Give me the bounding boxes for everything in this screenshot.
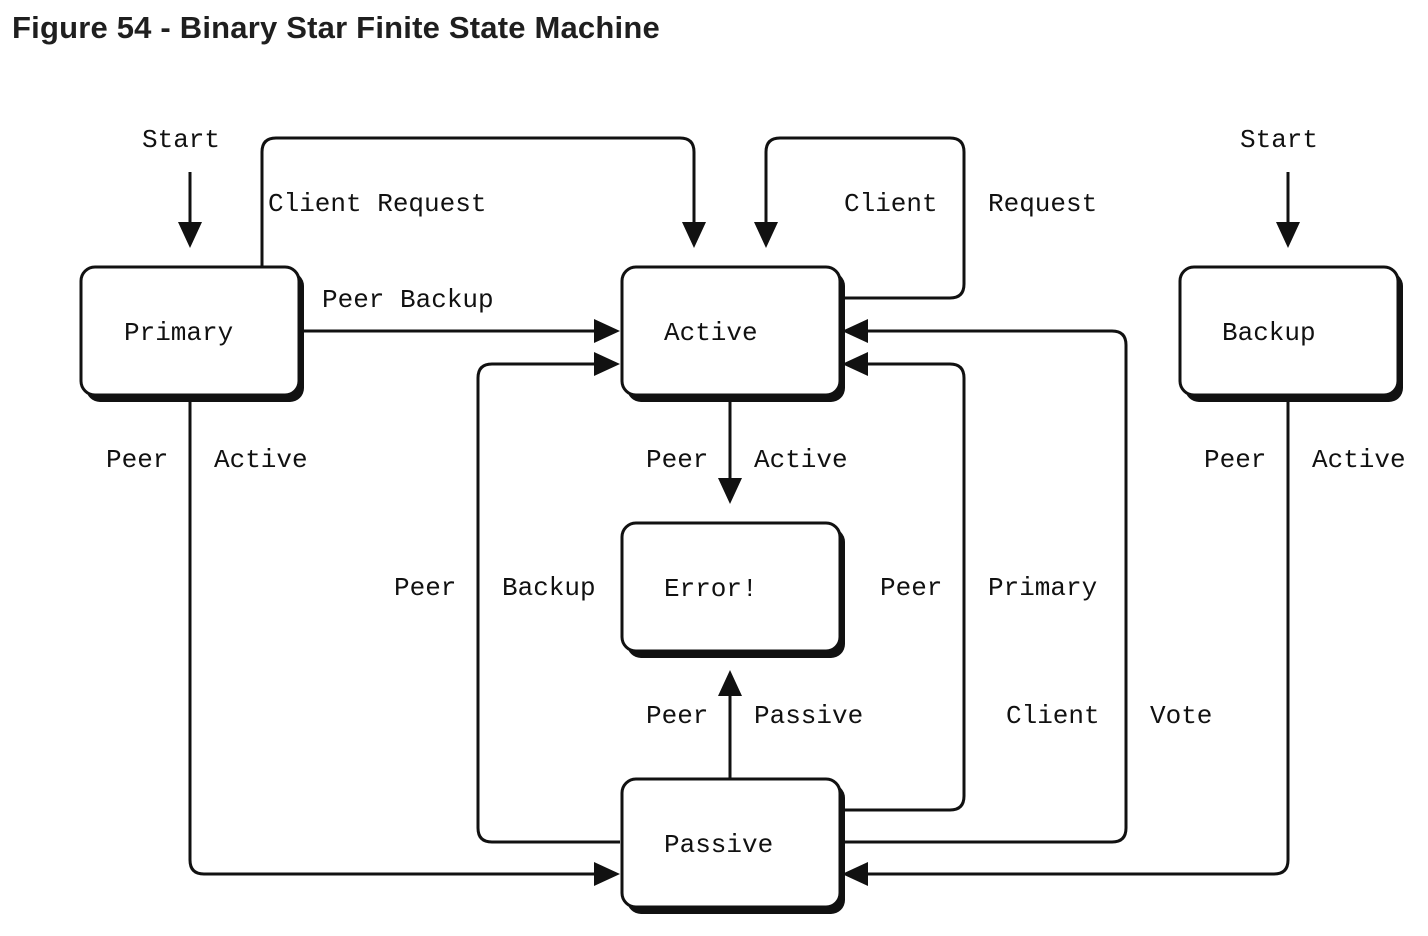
label-client-request: Client Request bbox=[268, 189, 486, 219]
label-passive-peer-bottom: Peer bbox=[646, 701, 708, 731]
label-primary-active: Active bbox=[214, 445, 308, 475]
label-passive-peer-left: Peer bbox=[394, 573, 456, 603]
state-error-label: Error! bbox=[664, 574, 758, 604]
label-start-primary: Start bbox=[142, 125, 220, 155]
state-error: Error! bbox=[620, 521, 845, 658]
label-passive-peer-right: Peer bbox=[880, 573, 942, 603]
state-passive: Passive bbox=[620, 777, 845, 914]
state-primary-label: Primary bbox=[124, 318, 233, 348]
state-backup-label: Backup bbox=[1222, 318, 1316, 348]
state-backup: Backup bbox=[1178, 265, 1403, 402]
label-primary-peer: Peer bbox=[106, 445, 168, 475]
figure-title: Figure 54 - Binary Star Finite State Mac… bbox=[12, 10, 660, 45]
label-active-active: Active bbox=[754, 445, 848, 475]
arrowhead bbox=[594, 862, 620, 886]
edge-passive-active-peer-backup bbox=[476, 362, 620, 844]
label-start-backup: Start bbox=[1240, 125, 1318, 155]
arrowhead bbox=[682, 222, 706, 248]
edge-primary-passive-peer-active bbox=[188, 396, 598, 876]
arrowhead bbox=[594, 319, 620, 343]
arrowhead bbox=[718, 670, 742, 696]
arrowhead bbox=[718, 478, 742, 504]
state-primary: Primary bbox=[79, 265, 304, 402]
label-client: Client bbox=[1006, 701, 1100, 731]
edge-passive-active-client-vote bbox=[840, 329, 1128, 844]
state-active-label: Active bbox=[664, 318, 758, 348]
label-client-self-1: Client bbox=[844, 189, 938, 219]
arrowhead bbox=[594, 352, 620, 376]
label-passive-passive-bottom: Passive bbox=[754, 701, 863, 731]
state-active: Active bbox=[620, 265, 845, 402]
edge-passive-active-peer-primary bbox=[840, 362, 966, 812]
arrowhead bbox=[1276, 222, 1300, 248]
edge-primary-active-client-request bbox=[260, 136, 696, 268]
label-backup-peer: Peer bbox=[1204, 445, 1266, 475]
arrowhead bbox=[842, 319, 868, 343]
edge-active-self-loop bbox=[764, 136, 966, 300]
label-backup-active: Active bbox=[1312, 445, 1406, 475]
label-passive-backup-left: Backup bbox=[502, 573, 596, 603]
arrowhead bbox=[842, 862, 868, 886]
label-active-peer: Peer bbox=[646, 445, 708, 475]
label-peer-backup: Peer Backup bbox=[322, 285, 494, 315]
arrowhead bbox=[178, 222, 202, 248]
state-passive-label: Passive bbox=[664, 830, 773, 860]
label-vote: Vote bbox=[1150, 701, 1212, 731]
edge-backup-passive-peer-active bbox=[864, 396, 1290, 876]
arrowhead bbox=[842, 352, 868, 376]
label-client-self-2: Request bbox=[988, 189, 1097, 219]
arrowhead bbox=[754, 222, 778, 248]
label-passive-primary-right: Primary bbox=[988, 573, 1097, 603]
